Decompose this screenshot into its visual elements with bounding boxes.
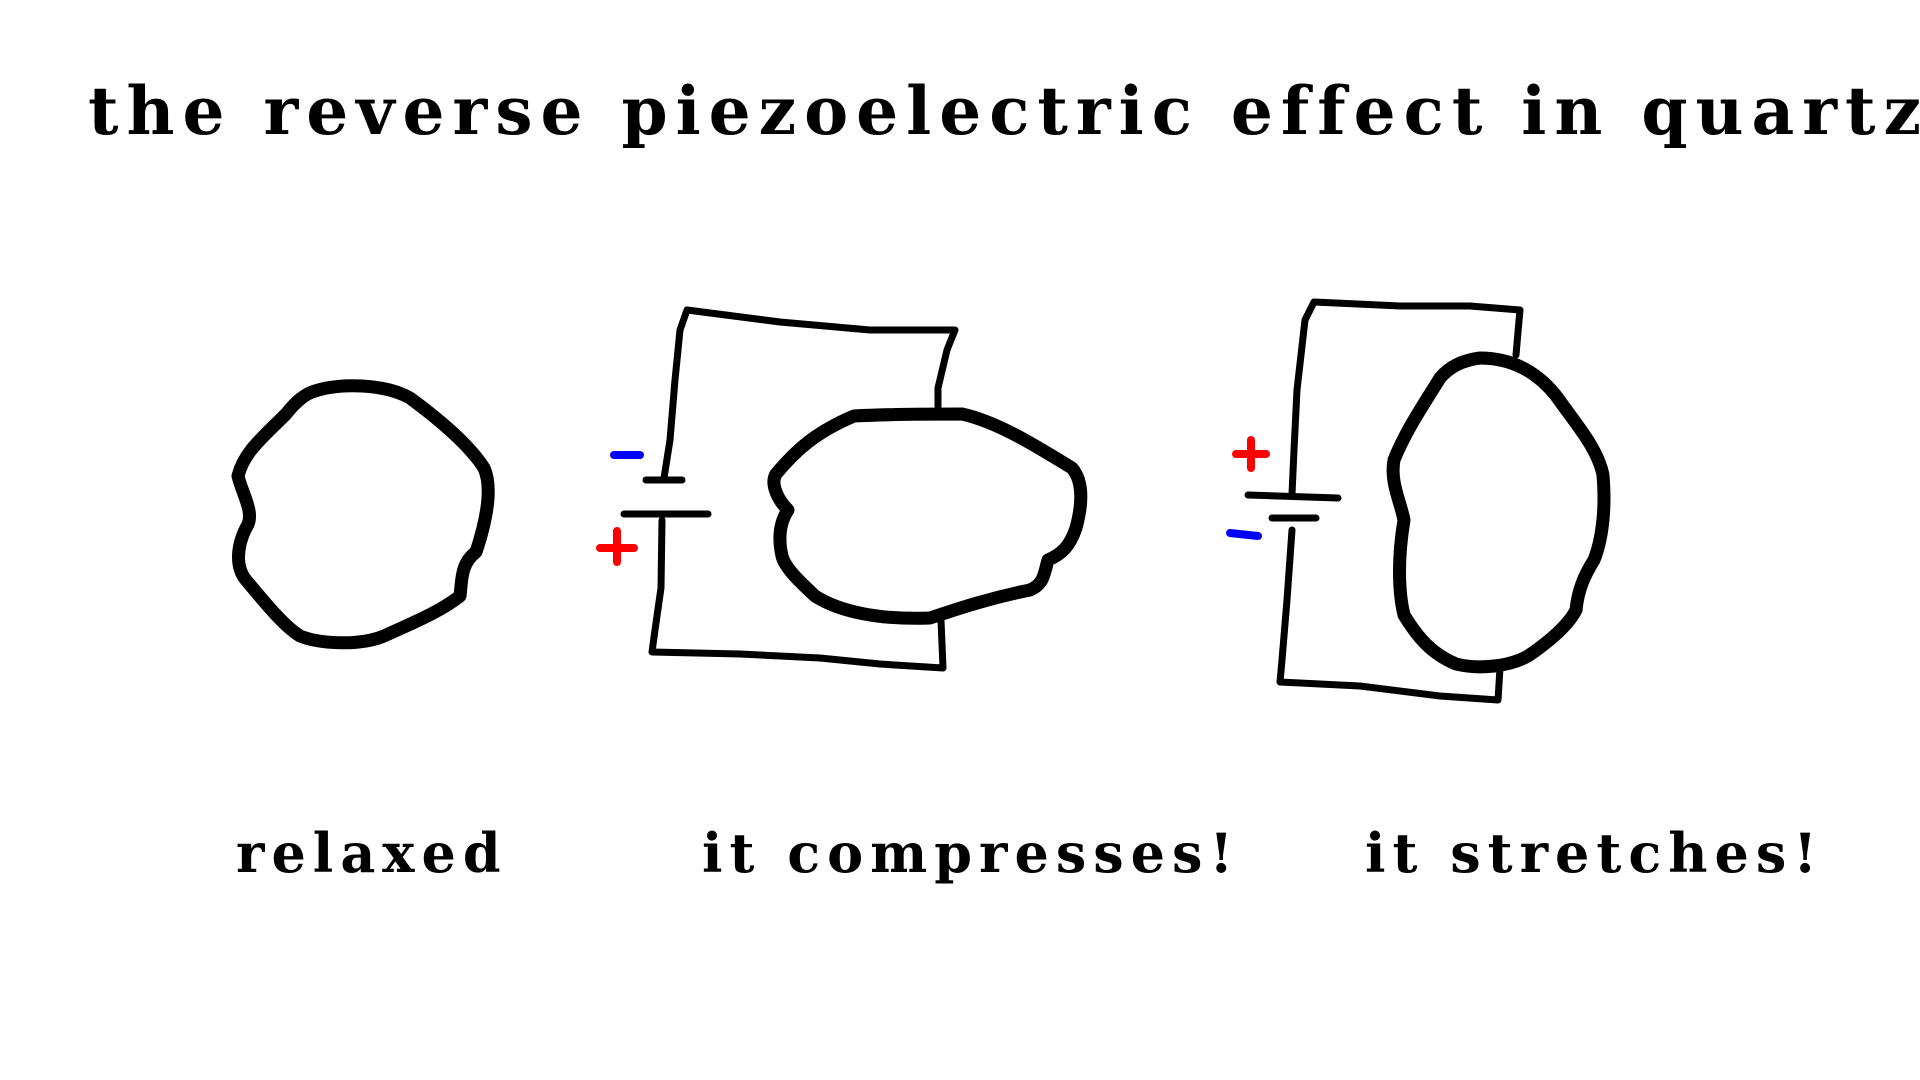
stretches-panel bbox=[1226, 298, 1611, 704]
stretch-bottom-wire bbox=[1276, 526, 1504, 704]
compress-plus-sign bbox=[596, 527, 638, 566]
compresses-panel bbox=[596, 306, 1088, 672]
stretch-top-wire bbox=[1288, 298, 1524, 498]
slide-title: the reverse piezoelectric effect in quar… bbox=[88, 72, 1920, 150]
relaxed-crystal bbox=[231, 379, 495, 650]
stretch-minus-sign bbox=[1226, 529, 1262, 540]
stretch-plus-sign bbox=[1232, 436, 1270, 472]
caption-stretches: it stretches! bbox=[1365, 821, 1824, 885]
caption-compresses: it compresses! bbox=[702, 821, 1241, 885]
stretch-battery-long-plate bbox=[1244, 491, 1342, 502]
caption-relaxed: relaxed bbox=[236, 821, 508, 885]
compress-top-wire bbox=[660, 306, 959, 482]
relaxed-panel bbox=[231, 379, 495, 650]
compressed-crystal bbox=[767, 407, 1088, 625]
stretched-crystal bbox=[1386, 351, 1611, 674]
compress-bottom-wire bbox=[648, 516, 947, 672]
